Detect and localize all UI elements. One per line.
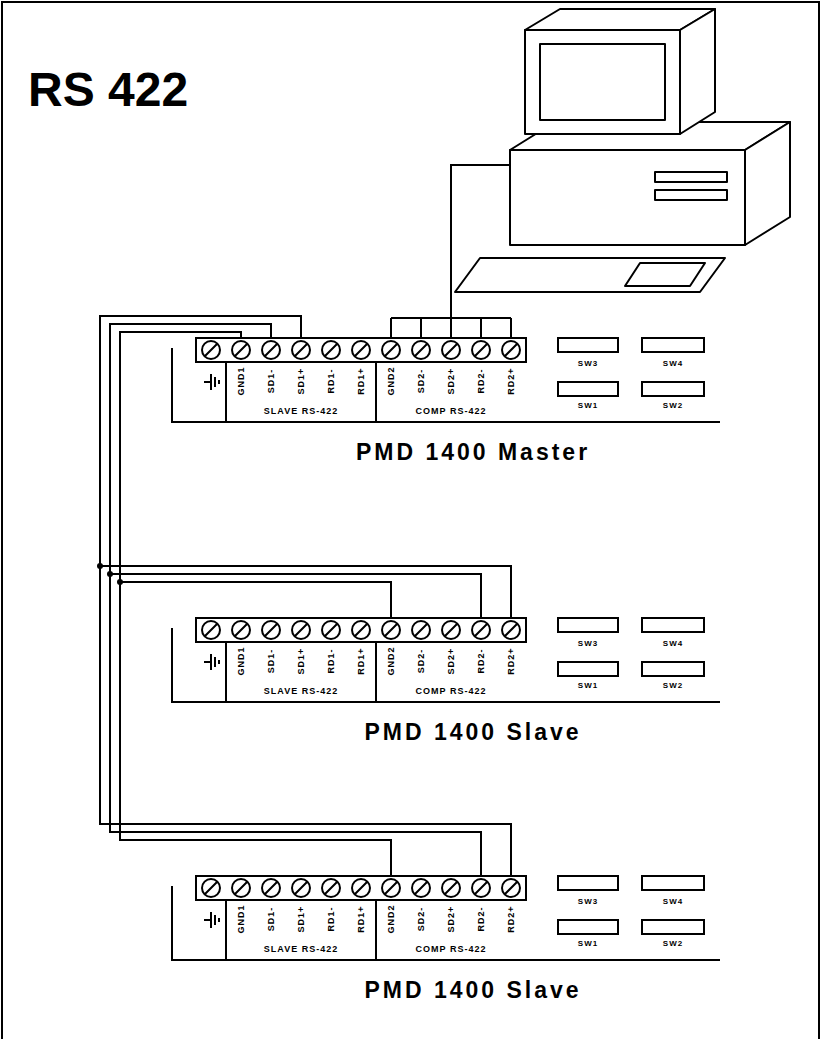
pin-name: SD2+: [447, 368, 456, 395]
pin-name: RD2+: [507, 647, 516, 674]
terminal-board: [172, 618, 720, 702]
pin-name: RD1-: [327, 906, 336, 931]
switch-name: SW3: [578, 898, 598, 906]
switch-name: SW4: [663, 898, 683, 906]
port-name: COMP RS-422: [416, 945, 487, 954]
port-name: SLAVE RS-422: [264, 945, 338, 954]
diagram-title: RS 422: [28, 66, 188, 114]
pin-name: RD1+: [357, 647, 366, 674]
wire: [120, 332, 391, 618]
port-name: SLAVE RS-422: [264, 687, 338, 696]
pin-name: RD1+: [357, 367, 366, 394]
terminal-board: [172, 338, 720, 422]
switch-name: SW1: [578, 940, 598, 948]
pin-name: GND2: [387, 366, 396, 395]
board-title: PMD 1400 Master: [356, 438, 590, 466]
pin-name: RD1-: [327, 648, 336, 673]
switch-name: SW2: [663, 940, 683, 948]
pin-name: SD1-: [267, 649, 276, 674]
pin-name: SD1-: [267, 907, 276, 932]
switch-name: SW1: [578, 402, 598, 410]
switch-name: SW4: [663, 640, 683, 648]
pin-name: RD2-: [477, 906, 486, 931]
switch-name: SW3: [578, 360, 598, 368]
pin-name: SD1+: [297, 906, 306, 933]
pin-name: RD2+: [507, 367, 516, 394]
pc-cable: [391, 165, 511, 338]
board-title: PMD 1400 Slave: [364, 718, 581, 746]
wire: [100, 316, 511, 876]
pin-name: RD1-: [327, 368, 336, 393]
port-name: COMP RS-422: [416, 687, 487, 696]
pin-name: RD2-: [477, 648, 486, 673]
pin-name: GND1: [237, 904, 246, 933]
switch-name: SW4: [663, 360, 683, 368]
terminal-board: [172, 876, 720, 960]
switch-name: SW2: [663, 402, 683, 410]
pin-name: RD2+: [507, 905, 516, 932]
pin-name: GND2: [387, 646, 396, 675]
port-name: COMP RS-422: [416, 407, 487, 416]
pin-name: SD2-: [417, 369, 426, 394]
pin-name: GND2: [387, 904, 396, 933]
pin-name: SD1+: [297, 648, 306, 675]
pin-name: RD1+: [357, 905, 366, 932]
pin-name: SD2+: [447, 648, 456, 675]
wire: [100, 316, 511, 618]
switch-name: SW3: [578, 640, 598, 648]
wire: [110, 324, 481, 618]
port-name: SLAVE RS-422: [264, 407, 338, 416]
pin-name: SD2-: [417, 649, 426, 674]
wire: [120, 332, 391, 876]
pin-name: SD1-: [267, 369, 276, 394]
computer: [455, 9, 790, 292]
pin-name: SD2+: [447, 906, 456, 933]
pin-name: GND1: [237, 646, 246, 675]
board-title: PMD 1400 Slave: [364, 976, 581, 1004]
pin-name: RD2-: [477, 368, 486, 393]
pin-name: SD1+: [297, 368, 306, 395]
pin-name: GND1: [237, 366, 246, 395]
switch-name: SW2: [663, 682, 683, 690]
switch-name: SW1: [578, 682, 598, 690]
pin-name: SD2-: [417, 907, 426, 932]
